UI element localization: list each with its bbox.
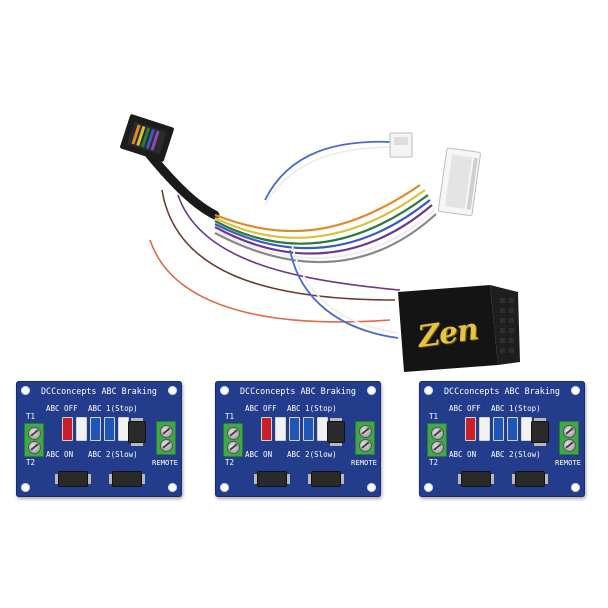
terminal-block-remote [355,421,375,455]
label-abc-slow: ABC 2(Slow) [491,450,541,459]
terminal-block-track [427,423,447,457]
wire-to-decoder-white [291,244,399,334]
board-title: DCCconcepts ABC Braking [41,386,157,396]
label-remote: REMOTE [152,458,178,467]
mounting-hole [367,483,376,492]
jumper-white [479,417,490,441]
abc-braking-board-3: DCCconcepts ABC Braking T1 T2 ABC OFF AB… [419,381,585,497]
label-abc-stop: ABC 1(Stop) [491,404,541,413]
label-t1: T1 [225,412,235,421]
label-t2: T2 [225,458,235,467]
jumper-red [261,417,272,441]
terminal-block-track [223,423,243,457]
jumper-white [275,417,286,441]
wire-green [214,194,429,245]
terminal-block-remote [559,421,579,455]
board-title: DCCconcepts ABC Braking [240,386,356,396]
wire-violet [214,204,433,255]
small-white-plug [389,132,413,158]
wire-to-decoder-blue [289,249,399,339]
label-remote: REMOTE [351,458,377,467]
screw-icon [359,439,372,452]
wire-red-lead [149,239,391,323]
jumper-red [62,417,73,441]
screw-icon [563,439,576,452]
mounting-hole [168,483,177,492]
jumper-white [76,417,87,441]
screw-icon [227,427,240,440]
jumper-blue [289,417,300,441]
label-abc-off: ABC OFF [245,404,277,413]
terminal-block-track [24,423,44,457]
bridge-chip [512,471,548,487]
jumper-blue [104,417,115,441]
screw-icon [431,441,444,454]
label-remote: REMOTE [555,458,581,467]
mounting-hole [21,483,30,492]
mounting-hole [571,386,580,395]
wire-to-small-plug-2 [264,146,393,206]
screw-icon [563,425,576,438]
wire-orange [214,184,421,233]
terminal-block-remote [156,421,176,455]
wire-blue [214,199,431,250]
jumper-blue [493,417,504,441]
jumper-blue [90,417,101,441]
label-t2: T2 [26,458,36,467]
abc-braking-board-2: DCCconcepts ABC Braking T1 T2 ABC OFF AB… [215,381,381,497]
diode-chip [128,418,146,446]
diode-chip [327,418,345,446]
mounting-hole [220,386,229,395]
screw-icon [28,441,41,454]
bridge-chip [254,471,290,487]
wire-white [214,209,435,260]
bridge-chip [109,471,145,487]
label-abc-stop: ABC 1(Stop) [88,404,138,413]
mounting-hole [571,483,580,492]
screw-icon [359,425,372,438]
label-abc-on: ABC ON [449,450,477,459]
screw-icon [227,441,240,454]
screw-icon [28,427,41,440]
mounting-hole [220,483,229,492]
left-plug-connector [120,114,174,162]
jumper-blue [303,417,314,441]
label-abc-on: ABC ON [46,450,74,459]
wire-bundle-sleeve [145,150,220,220]
label-abc-off: ABC OFF [449,404,481,413]
board-title: DCCconcepts ABC Braking [444,386,560,396]
mounting-hole [168,386,177,395]
mounting-hole [21,386,30,395]
screw-icon [160,439,173,452]
label-t1: T1 [26,412,36,421]
jumper-blue [507,417,518,441]
label-abc-on: ABC ON [245,450,273,459]
right-white-connector [437,147,481,217]
mounting-hole [424,386,433,395]
diode-chip [531,418,549,446]
label-t1: T1 [429,412,439,421]
bridge-chip [458,471,494,487]
wire-brown-lead [161,189,396,301]
mounting-hole [424,483,433,492]
wire-gray [214,213,437,264]
jumper-red [465,417,476,441]
wire-yellow [214,189,426,239]
screw-icon [431,427,444,440]
zen-decoder [398,285,520,372]
abc-braking-board-1: DCCconcepts ABC Braking T1 T2 ABC OFF AB… [16,381,182,497]
label-abc-stop: ABC 1(Stop) [287,404,337,413]
mounting-hole [367,386,376,395]
label-abc-slow: ABC 2(Slow) [287,450,337,459]
label-abc-slow: ABC 2(Slow) [88,450,138,459]
label-t2: T2 [429,458,439,467]
bridge-chip [308,471,344,487]
wire-to-small-plug [264,140,393,201]
bridge-chip [55,471,91,487]
screw-icon [160,425,173,438]
wire-purple-lead [177,194,401,291]
label-abc-off: ABC OFF [46,404,78,413]
